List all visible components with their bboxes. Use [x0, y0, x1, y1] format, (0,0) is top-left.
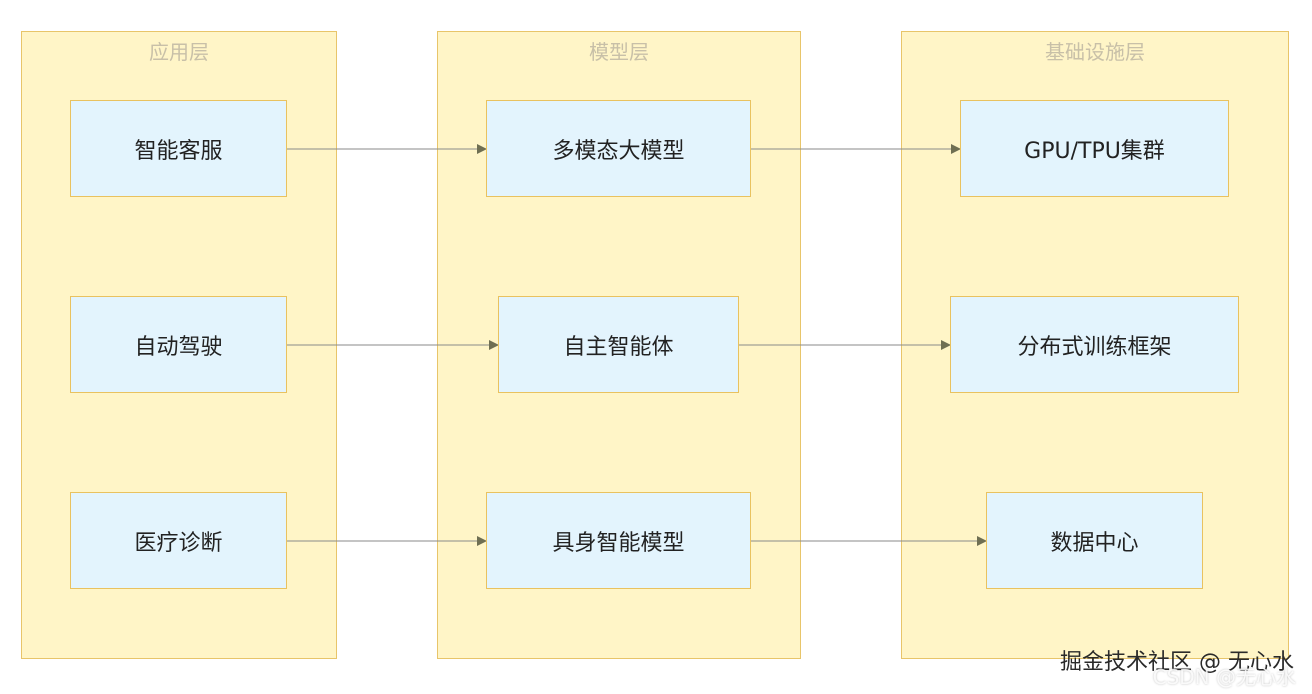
- lane-title-application: 应用层: [149, 40, 209, 64]
- node-gpu-tpu-cluster[interactable]: GPU/TPU集群: [960, 100, 1229, 197]
- lane-title-model: 模型层: [589, 40, 649, 64]
- node-autonomous-agent[interactable]: 自主智能体: [498, 296, 739, 393]
- node-multimodal-model[interactable]: 多模态大模型: [486, 100, 751, 197]
- watermark-juejin: 掘金技术社区 @ 无心水: [1060, 650, 1294, 675]
- watermark-csdn: CSDN @无心水: [1152, 665, 1296, 689]
- node-distributed-training[interactable]: 分布式训练框架: [950, 296, 1239, 393]
- node-customer-service[interactable]: 智能客服: [70, 100, 287, 197]
- node-medical-diagnosis[interactable]: 医疗诊断: [70, 492, 287, 589]
- node-embodied-model[interactable]: 具身智能模型: [486, 492, 751, 589]
- lane-title-infrastructure: 基础设施层: [1045, 40, 1145, 64]
- node-autonomous-driving[interactable]: 自动驾驶: [70, 296, 287, 393]
- node-data-center[interactable]: 数据中心: [986, 492, 1203, 589]
